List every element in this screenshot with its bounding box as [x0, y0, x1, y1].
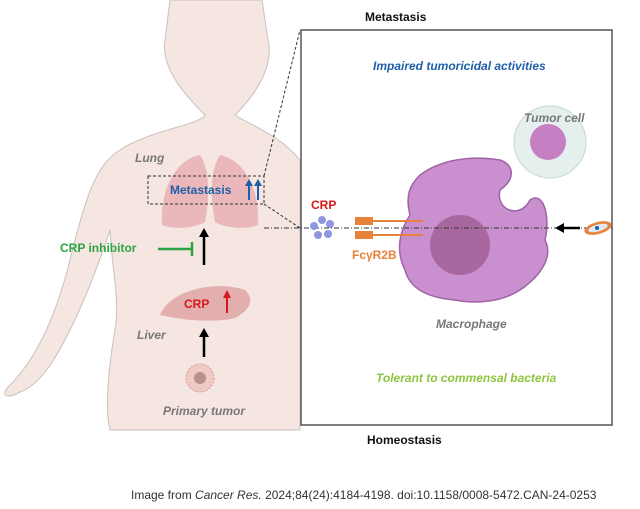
liver-to-lung-arrow-icon	[199, 228, 209, 265]
crp-pentamer-icon	[310, 216, 334, 239]
panel-bottom-label: Homeostasis	[367, 433, 442, 447]
caption-journal: Cancer Res.	[195, 488, 262, 502]
liver-label: Liver	[137, 328, 167, 342]
impaired-label: Impaired tumoricidal activities	[373, 59, 546, 73]
crp-label: CRP	[311, 198, 336, 212]
receptor-label: FcγR2B	[352, 248, 397, 262]
macrophage-label: Macrophage	[436, 317, 507, 331]
zoom-line-bottom	[263, 203, 301, 229]
caption: Image from Cancer Res. 2024;84(24):4184-…	[131, 488, 597, 502]
up-arrow-red-icon	[223, 290, 231, 313]
tumor-cell-nucleus	[530, 124, 566, 160]
macrophage-nucleus	[430, 215, 490, 275]
tumor-cell-label: Tumor cell	[524, 111, 585, 125]
inhibition-icon	[158, 242, 194, 256]
primary-tumor-core	[194, 372, 206, 384]
tumor-to-liver-arrow-icon	[199, 328, 209, 357]
zoom-line-top	[263, 29, 301, 177]
bacterium-icon	[584, 221, 612, 235]
crp-inhibitor-label: CRP inhibitor	[60, 241, 137, 255]
double-up-arrow-icon	[245, 179, 262, 200]
lung-left-shape	[161, 155, 209, 228]
liver-crp-label: CRP	[184, 297, 209, 311]
metastasis-highlight-box	[147, 175, 265, 205]
caption-prefix: Image from	[131, 488, 195, 502]
metastasis-label: Metastasis	[170, 183, 232, 197]
panel-top-label: Metastasis	[365, 10, 427, 24]
lung-label: Lung	[135, 151, 165, 165]
bacteria-arrow-icon	[555, 223, 580, 233]
caption-rest: 2024;84(24):4184-4198. doi:10.1158/0008-…	[262, 488, 597, 502]
fcgr2b-receptor-icon	[355, 217, 423, 239]
body-silhouette	[4, 0, 301, 431]
lung-right-shape	[211, 155, 259, 228]
primary-tumor-label: Primary tumor	[163, 404, 246, 418]
tolerant-label: Tolerant to commensal bacteria	[376, 371, 557, 385]
